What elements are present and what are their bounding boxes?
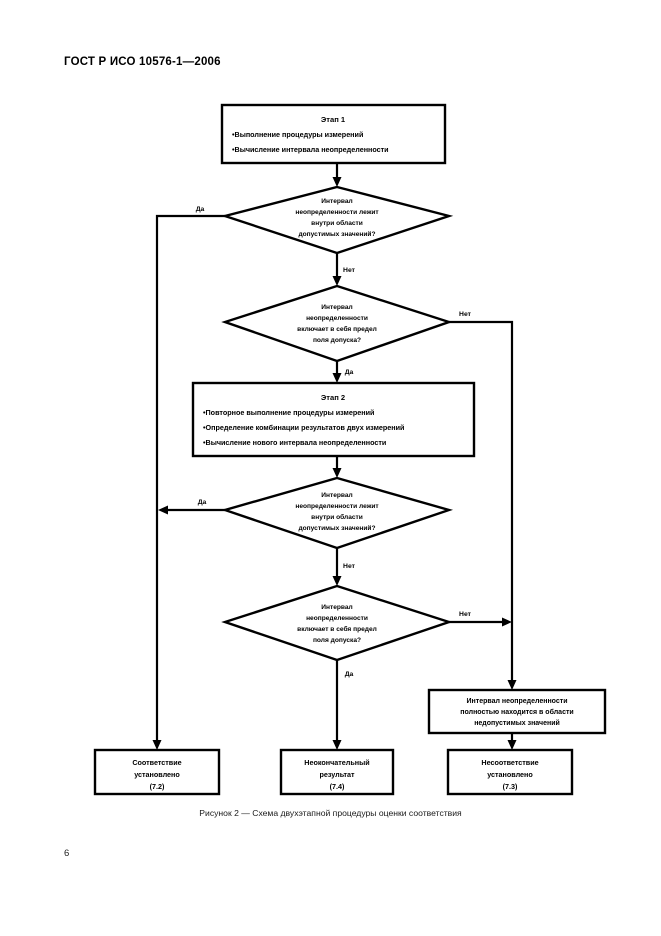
edge-label-no-decision2: Нет <box>459 311 472 318</box>
outside-box-line-1: Интервал неопределенности <box>467 698 568 705</box>
terminal-inconclusive-line-2: результат <box>319 770 355 779</box>
outside-box-line-3: недопустимых значений <box>474 719 560 727</box>
decision4-line-4: поля допуска? <box>313 637 361 644</box>
arrowhead-icon <box>158 505 168 515</box>
arrowhead-icon <box>507 680 517 690</box>
decision1-line-3: внутри области <box>311 219 363 227</box>
decision2-line-2: неопределенности <box>306 315 368 322</box>
decision3-line-1: Интервал <box>321 492 352 499</box>
decision2-line-3: включает в себя предел <box>297 325 377 333</box>
node-terminal-nonconform[interactable]: Несоответствие установлено (7.3) <box>446 748 574 796</box>
edge-label-no-decision4: Нет <box>459 611 472 618</box>
terminal-inconclusive-line-1: Неокончательный <box>304 758 369 767</box>
node-stage1[interactable]: Этап 1 •Выполнение процедуры измерений •… <box>220 103 447 165</box>
stage1-title: Этап 1 <box>321 115 346 124</box>
edge-label-no-decision1: Нет <box>343 267 356 274</box>
stage2-bullet-2: •Определение комбинации результатов двух… <box>203 423 404 432</box>
edge-decision3-yes <box>158 505 225 515</box>
edge-decision1-no <box>332 253 342 286</box>
edge-outsidebox-to-terminal3 <box>507 733 517 750</box>
stage2-title: Этап 2 <box>321 393 345 402</box>
edge-decision4-yes <box>332 660 342 750</box>
edge-decision2-yes <box>332 361 342 383</box>
terminal-inconclusive-line-3: (7.4) <box>330 782 345 791</box>
decision3-line-2: неопределенности лежит <box>295 503 379 510</box>
edge-stage1-to-decision1 <box>332 163 342 187</box>
decision4-line-1: Интервал <box>321 604 352 611</box>
decision1-line-1: Интервал <box>321 198 352 205</box>
decision2-line-1: Интервал <box>321 304 352 311</box>
arrowhead-icon <box>332 177 342 187</box>
figure-caption: Рисунок 2 — Схема двухэтапной процедуры … <box>199 808 462 818</box>
decision3-line-4: допустимых значений? <box>298 524 375 532</box>
node-decision4[interactable]: Интервал неопределенности включает в себ… <box>221 584 453 662</box>
terminal-nonconform-line-2: установлено <box>487 770 533 779</box>
arrowhead-icon <box>332 468 342 478</box>
node-decision2[interactable]: Интервал неопределенности включает в себ… <box>221 284 453 363</box>
document-header: ГОСТ Р ИСО 10576-1—2006 <box>64 56 221 68</box>
stage2-bullet-3: •Вычисление нового интервала неопределен… <box>203 438 386 447</box>
edge-decision1-yes <box>152 214 225 750</box>
stage1-bullet-1: •Выполнение процедуры измерений <box>232 130 363 139</box>
edge-label-yes-decision2: Да <box>345 369 354 376</box>
arrowhead-icon <box>332 373 342 383</box>
edge-label-yes-decision3: Да <box>198 499 207 506</box>
node-outside-box[interactable]: Интервал неопределенности полностью нахо… <box>427 688 607 735</box>
decision1-line-2: неопределенности лежит <box>295 209 379 216</box>
edge-decision2-no <box>449 320 517 690</box>
decision4-line-3: включает в себя предел <box>297 625 377 633</box>
edge-decision4-no <box>449 617 512 627</box>
edge-label-yes-decision4: Да <box>345 671 354 678</box>
decision1-line-4: допустимых значений? <box>298 230 375 238</box>
node-decision1[interactable]: Интервал неопределенности лежит внутри о… <box>220 185 454 255</box>
terminal-nonconform-line-1: Несоответствие <box>481 758 538 767</box>
edge-label-no-decision3: Нет <box>343 563 356 570</box>
terminal-conform-line-2: установлено <box>134 770 180 779</box>
decision4-line-2: неопределенности <box>306 615 368 622</box>
node-terminal-inconclusive[interactable]: Неокончательный результат (7.4) <box>279 748 395 796</box>
edge-stage2-to-decision3 <box>332 456 342 478</box>
node-decision3[interactable]: Интервал неопределенности лежит внутри о… <box>220 476 454 550</box>
terminal-conform-line-3: (7.2) <box>150 782 165 791</box>
stage2-bullet-1: •Повторное выполнение процедуры измерени… <box>203 408 374 417</box>
arrowhead-icon <box>507 740 517 750</box>
decision2-line-4: поля допуска? <box>313 337 361 344</box>
page-number: 6 <box>64 848 70 859</box>
edge-decision3-no <box>332 548 342 586</box>
node-stage2[interactable]: Этап 2 •Повторное выполнение процедуры и… <box>191 381 476 458</box>
terminal-conform-line-1: Соответствие <box>132 758 181 767</box>
outside-box-line-2: полностью находится в области <box>460 708 573 716</box>
arrowhead-icon <box>332 740 342 750</box>
arrowhead-icon <box>332 576 342 586</box>
stage1-bullet-2: •Вычисление интервала неопределенности <box>232 145 389 154</box>
node-terminal-conform[interactable]: Соответствие установлено (7.2) <box>93 748 221 796</box>
arrowhead-icon <box>152 740 162 750</box>
decision3-line-3: внутри области <box>311 513 363 521</box>
arrowhead-icon <box>332 276 342 286</box>
terminal-nonconform-line-3: (7.3) <box>503 782 518 791</box>
arrowhead-icon <box>502 617 512 627</box>
edge-label-yes-decision1: Да <box>196 206 205 213</box>
